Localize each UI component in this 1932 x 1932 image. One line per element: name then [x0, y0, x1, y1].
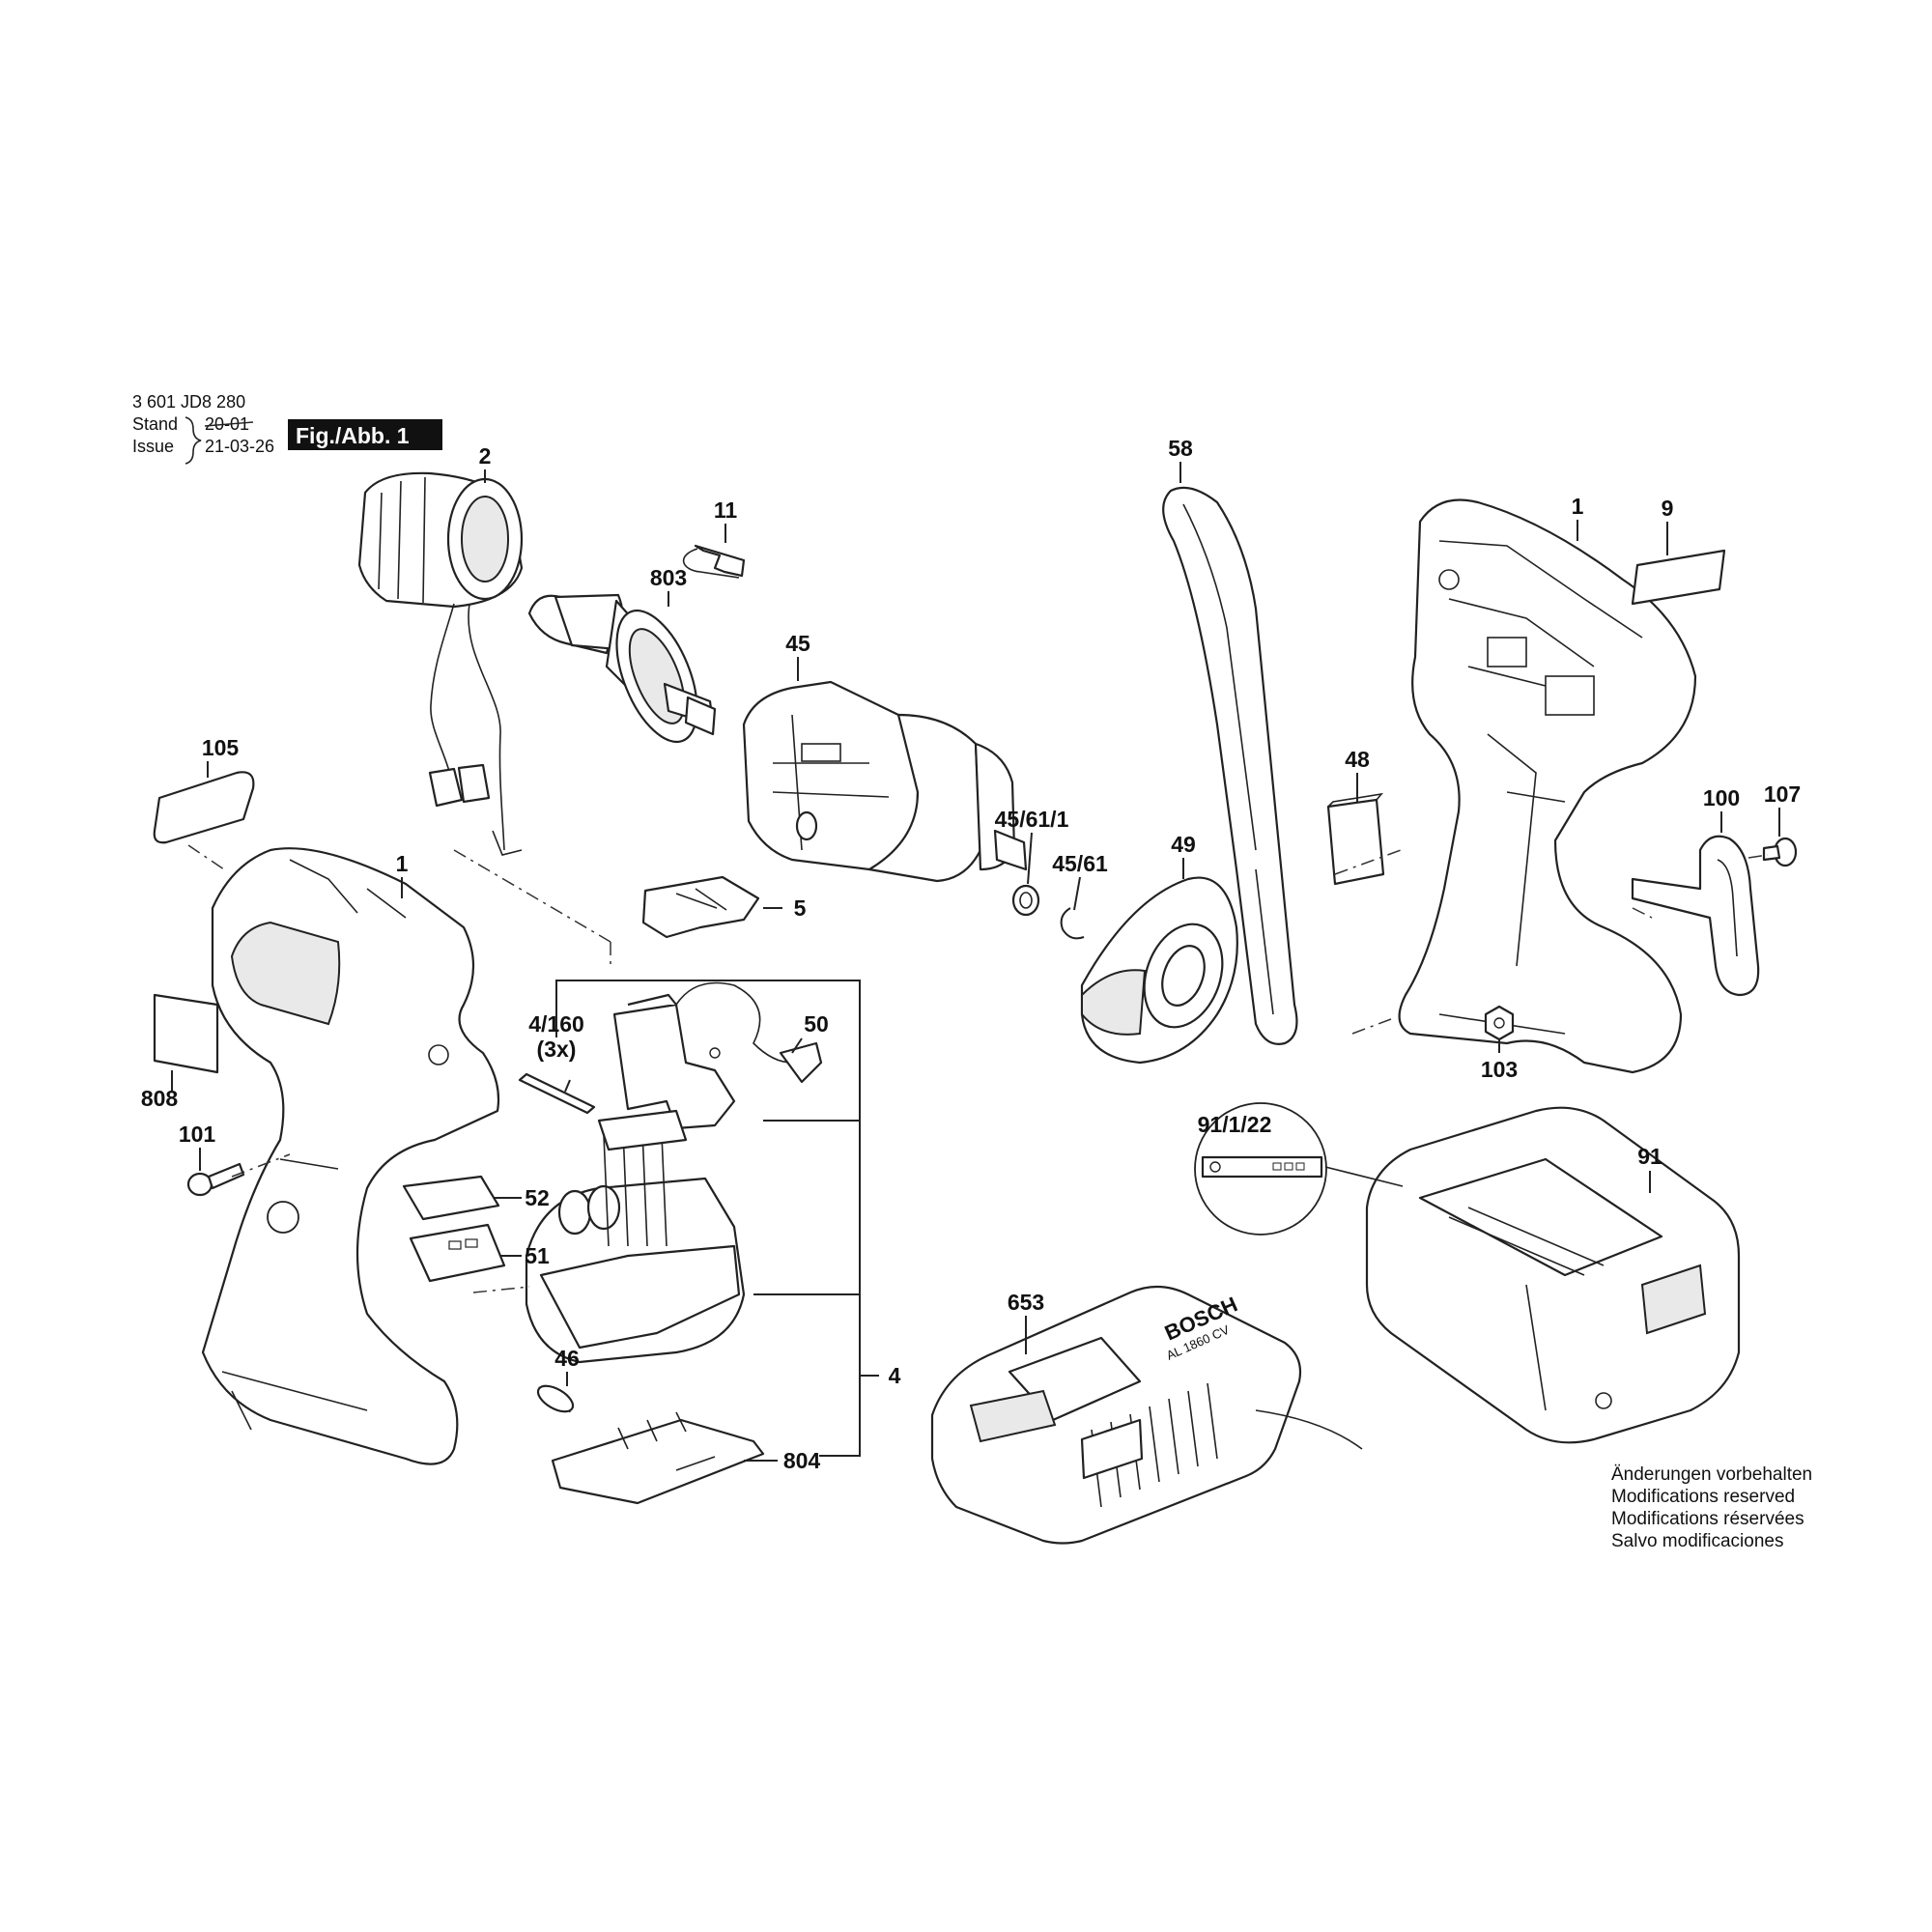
footer-line-2: Modifications reserved — [1611, 1487, 1795, 1507]
label-50: 50 — [804, 1011, 829, 1037]
stand-value-strike — [204, 421, 254, 427]
nut-part-103 — [1484, 1005, 1515, 1041]
assembly-line-led — [472, 1286, 530, 1293]
label-11: 11 — [714, 497, 738, 523]
label-52: 52 — [525, 1185, 550, 1210]
label-100: 100 — [1703, 785, 1740, 810]
label-58: 58 — [1168, 436, 1193, 461]
assembly-line-hook — [1632, 907, 1653, 919]
label-91-1-22: 91/1/22 — [1198, 1112, 1272, 1137]
stator-part — [357, 471, 524, 856]
issue-value: 21-03-26 — [205, 437, 274, 456]
label-5: 5 — [794, 895, 807, 921]
pin-part-4-160 — [518, 1072, 596, 1115]
rotor-part — [527, 593, 717, 744]
document-header: 3 601 JD8 280 Stand Issue 20-01 21-03-26… — [132, 392, 442, 465]
housing-right-part — [1398, 498, 1697, 1074]
label-803: 803 — [650, 565, 687, 590]
assembly-line-stator-to-housing — [453, 849, 611, 943]
fig-label: Fig./Abb. 1 — [296, 423, 410, 448]
belt-hook-part — [1631, 835, 1760, 997]
label-part-9 — [1631, 549, 1726, 606]
label-2: 2 — [479, 443, 492, 469]
label-804: 804 — [783, 1448, 821, 1473]
label-48: 48 — [1345, 747, 1370, 772]
charger-part-653: BOSCH AL 1860 CV — [930, 1285, 1363, 1545]
battery-part-91 — [1365, 1106, 1741, 1444]
assembly-line-nut — [1351, 1018, 1392, 1035]
label-49: 49 — [1171, 832, 1196, 857]
label-101: 101 — [179, 1122, 216, 1147]
screw-part-107 — [1762, 837, 1798, 867]
label-91: 91 — [1637, 1144, 1662, 1169]
strap-part — [1162, 486, 1298, 1045]
label-4-160: 4/160 — [528, 1011, 584, 1037]
gearbox-part — [742, 680, 1028, 883]
contact-plate-part-804 — [551, 1411, 765, 1505]
led-board-part-51 — [409, 1223, 506, 1283]
circlip-part-45-61 — [1060, 907, 1085, 940]
cover-plate-part-105 — [153, 771, 255, 844]
footer-note: Änderungen vorbehalten Modifications res… — [1611, 1464, 1812, 1551]
label-callout-part-91-1-22 — [1194, 1102, 1404, 1236]
header-brace — [185, 416, 202, 465]
washer-hole-part-45-61-1 — [1019, 892, 1033, 909]
stand-label: Stand — [132, 414, 178, 434]
label-4: 4 — [889, 1363, 901, 1388]
footer-line-4: Salvo modificaciones — [1611, 1531, 1783, 1551]
footer-line-1: Änderungen vorbehalten — [1611, 1464, 1812, 1485]
assembly-line-screw-107 — [1747, 854, 1769, 859]
label-105: 105 — [202, 735, 240, 760]
label-1-left: 1 — [396, 851, 409, 876]
label-107: 107 — [1764, 781, 1801, 807]
electronics-module-part — [525, 1109, 746, 1364]
trigger-switch-part-50 — [612, 981, 823, 1130]
housing-left-part — [201, 847, 500, 1465]
switch-part-5 — [641, 875, 760, 939]
label-51: 51 — [525, 1243, 550, 1268]
label-45-61: 45/61 — [1052, 851, 1108, 876]
label-9: 9 — [1662, 496, 1674, 521]
label-45-61-1: 45/61/1 — [995, 807, 1069, 832]
label-103: 103 — [1481, 1057, 1518, 1082]
fig-label-box — [288, 419, 442, 450]
assembly-line-cover — [187, 844, 225, 870]
label-3x: (3x) — [537, 1037, 577, 1062]
leader-lines — [171, 462, 1780, 1462]
assembly-line-screw-101 — [231, 1153, 291, 1178]
clip-part-11 — [682, 544, 746, 579]
label-part-808 — [153, 993, 219, 1074]
plate-part-48 — [1326, 792, 1385, 886]
part-labels: 2 11 803 45 58 1 9 105 48 100 107 1 45/6… — [141, 436, 1801, 1473]
assembly-line-plate — [1334, 849, 1402, 875]
nose-cap-part-49 — [1080, 876, 1238, 1065]
label-808: 808 — [141, 1086, 179, 1111]
label-653: 653 — [1008, 1290, 1044, 1315]
issue-label: Issue — [132, 437, 174, 456]
doc-number: 3 601 JD8 280 — [132, 392, 245, 412]
screw-part-101 — [186, 1162, 245, 1197]
label-part-52 — [402, 1175, 500, 1221]
label-1-right: 1 — [1572, 494, 1584, 519]
label-46: 46 — [554, 1346, 580, 1371]
footer-line-3: Modifications réservées — [1611, 1509, 1804, 1529]
spring-part-46 — [536, 1384, 575, 1413]
label-45: 45 — [785, 631, 810, 656]
